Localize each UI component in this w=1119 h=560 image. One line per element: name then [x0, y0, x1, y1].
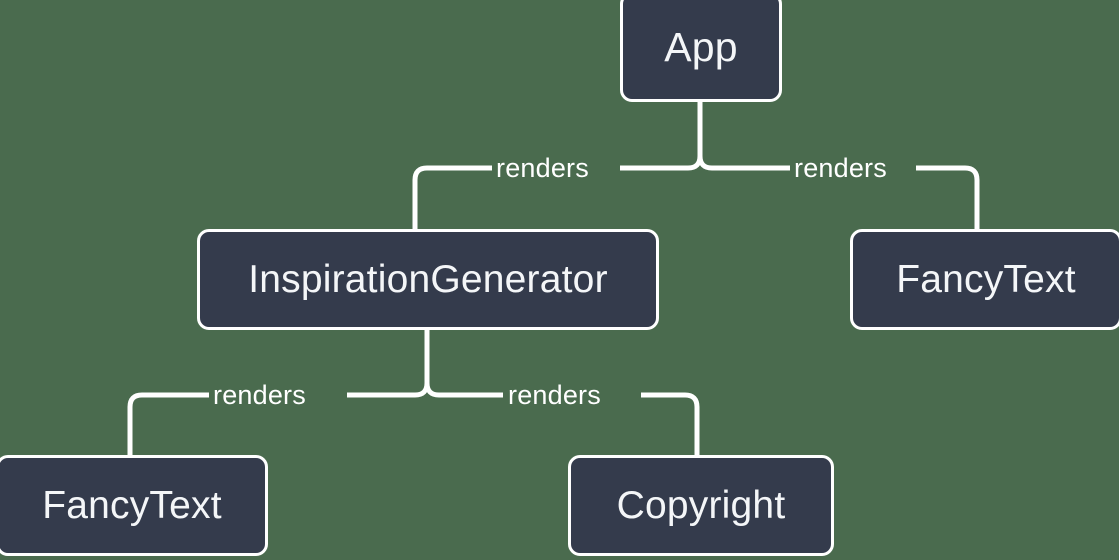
- node-fancytext-bottom[interactable]: FancyText: [0, 455, 268, 556]
- node-fancytext-right[interactable]: FancyText: [850, 229, 1119, 330]
- node-app[interactable]: App: [620, 0, 782, 102]
- edge-label-app-to-fancytext-right: renders: [794, 153, 887, 183]
- node-copyright[interactable]: Copyright: [568, 455, 834, 556]
- edge-app-to-fancytext-right: [697, 155, 980, 229]
- edge-label-inspirationgenerator-to-fancytext-bottom: renders: [213, 380, 306, 410]
- node-inspiration-generator[interactable]: InspirationGenerator: [197, 229, 659, 330]
- edge-label-inspirationgenerator-to-copyright: renders: [508, 380, 601, 410]
- edge-inspirationgenerator-to-copyright: [424, 382, 700, 455]
- edge-label-app-to-inspirationgenerator: renders: [496, 153, 589, 183]
